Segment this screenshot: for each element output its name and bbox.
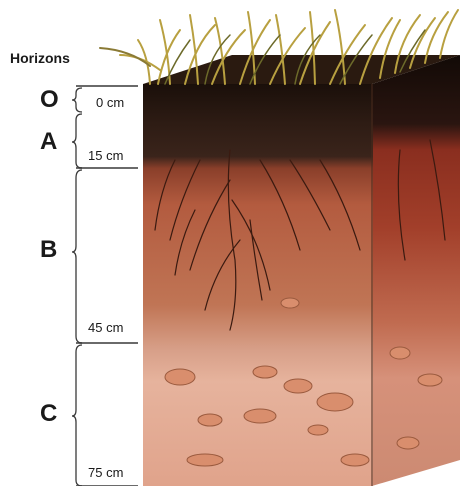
horizon-dividers bbox=[76, 86, 138, 486]
depth-label-45cm: 45 cm bbox=[88, 320, 123, 335]
soil-block-front-face bbox=[143, 84, 373, 486]
horizon-label-b: B bbox=[40, 236, 57, 264]
horizon-brackets bbox=[72, 88, 82, 486]
horizon-label-c: C bbox=[40, 400, 57, 428]
depth-label-0cm: 0 cm bbox=[96, 95, 124, 110]
horizon-label-a: A bbox=[40, 128, 57, 156]
horizon-label-o: O bbox=[40, 86, 59, 114]
depth-label-75cm: 75 cm bbox=[88, 465, 123, 480]
depth-label-15cm: 15 cm bbox=[88, 148, 123, 163]
soil-block-side-face bbox=[372, 55, 460, 486]
horizons-title: Horizons bbox=[10, 50, 70, 66]
